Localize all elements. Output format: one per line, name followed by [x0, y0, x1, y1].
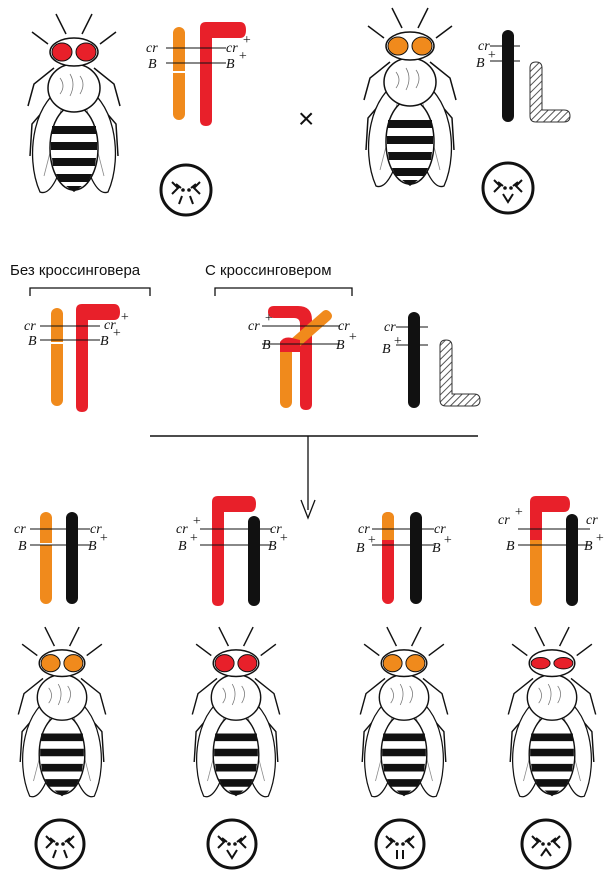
label-B: B: [506, 539, 515, 554]
female-genitalia-icon: [36, 820, 84, 868]
label-plus: +: [348, 330, 357, 345]
label-B-plus: B: [336, 338, 345, 353]
label-B: B: [262, 338, 271, 353]
fly-icon: [192, 627, 279, 797]
female-genitalia-icon: [161, 165, 211, 215]
female-genitalia-icon: [522, 820, 570, 868]
label-plus: +: [264, 311, 273, 326]
label-B: B: [18, 539, 27, 554]
fly-icon: [508, 627, 595, 797]
chromosome-black: [408, 312, 420, 408]
label-B: B: [28, 334, 37, 349]
fly-icon: [364, 8, 456, 187]
chromosome-orange-segment: [382, 512, 394, 540]
chromosome-orange: [40, 512, 52, 604]
label-B: B: [148, 57, 157, 72]
label-cr: cr: [146, 41, 158, 56]
label-B-plus: B: [476, 56, 485, 71]
fly-icon: [18, 627, 105, 797]
label-B-plus: B: [226, 57, 235, 72]
label-B-plus: B: [268, 539, 277, 554]
label-B-plus: B: [356, 541, 365, 556]
label-cr: cr: [24, 319, 36, 334]
label-plus: +: [99, 531, 108, 546]
label-plus: +: [393, 334, 402, 349]
chromosome-orange: [173, 27, 185, 120]
label-cr: cr: [586, 513, 598, 528]
label-plus: +: [279, 531, 288, 546]
label-B-plus: B: [100, 334, 109, 349]
chromosome-orange: [51, 308, 63, 406]
male-genitalia-icon: [376, 820, 424, 868]
label-cr: cr: [384, 320, 396, 335]
chromosome-black: [566, 514, 578, 606]
fly-icon: [28, 14, 120, 193]
label-plus: +: [238, 49, 247, 64]
chromosome-red: [530, 496, 570, 540]
label-B-plus: B: [88, 539, 97, 554]
label-plus: +: [367, 533, 376, 548]
arrow-down-icon: [301, 436, 315, 518]
cross-symbol: ×: [298, 103, 314, 134]
chromosome-y-hatched: [530, 62, 570, 122]
label-plus: +: [112, 326, 121, 341]
label-plus: +: [189, 531, 198, 546]
label-B-plus: B: [584, 539, 593, 554]
label-cr-plus: cr: [176, 522, 188, 537]
label-plus: +: [514, 505, 523, 520]
label-cr-plus: cr: [226, 41, 238, 56]
label-plus: +: [443, 533, 452, 548]
label-cr: cr: [248, 319, 260, 334]
chromosome-orange: [530, 540, 542, 606]
chromosome-black: [502, 30, 514, 122]
label-plus: +: [487, 48, 496, 63]
chromosome-orange: [280, 346, 292, 408]
label-B-plus: B: [432, 541, 441, 556]
label-plus: +: [242, 33, 251, 48]
label-cr: cr: [14, 522, 26, 537]
chromosome-black: [410, 512, 422, 604]
label-plus: +: [192, 514, 201, 529]
chromosome-y-hatched: [440, 340, 480, 406]
male-genitalia-icon: [483, 163, 533, 213]
fly-icon: [360, 627, 447, 797]
label-B-plus: B: [382, 342, 391, 357]
label-cr-plus: cr: [498, 513, 510, 528]
label-plus: +: [595, 531, 604, 546]
male-genitalia-icon: [208, 820, 256, 868]
label-plus: +: [120, 310, 129, 325]
chromosome-red: [200, 22, 246, 126]
chromosome-black: [66, 512, 78, 604]
label-B-plus: B: [178, 539, 187, 554]
